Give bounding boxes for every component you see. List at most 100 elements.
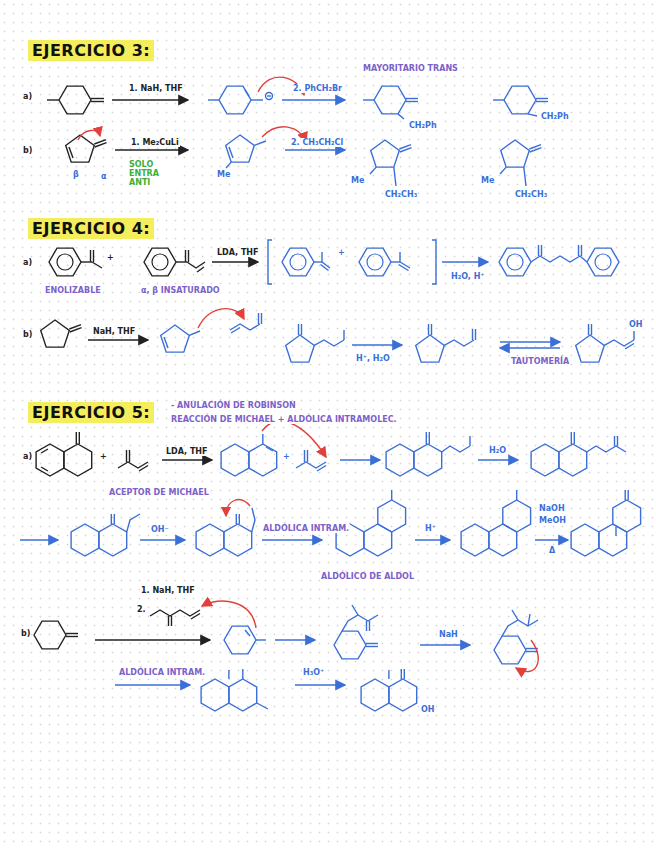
scheme-polyline	[118, 462, 148, 468]
scheme-line	[267, 95, 271, 96]
scheme-use	[201, 679, 229, 711]
scheme-line	[112, 99, 188, 100]
reagent-label: b)	[20, 629, 31, 638]
scheme-line	[321, 252, 322, 262]
scheme-use	[571, 524, 599, 556]
scheme-path	[198, 309, 244, 328]
scheme-line	[500, 167, 506, 174]
product-label: Me	[480, 176, 495, 185]
scheme-line	[47, 99, 59, 100]
scheme-line	[530, 148, 542, 152]
note-label: α, β INSATURADO	[140, 286, 221, 295]
scheme-line	[401, 669, 402, 679]
scheme-line	[185, 250, 186, 262]
scheme-line	[469, 436, 470, 446]
scheme-polyline	[296, 462, 326, 468]
note-label: - ANULACIÓN DE ROBINSON	[170, 401, 297, 410]
scheme-line	[115, 149, 188, 150]
scheme-use	[224, 524, 252, 556]
scheme-use	[34, 621, 66, 649]
scheme-use	[196, 524, 224, 556]
scheme-use	[64, 444, 92, 476]
scheme-use	[226, 135, 255, 162]
scheme-line	[304, 450, 305, 462]
scheme-line	[528, 614, 530, 626]
scheme-line	[189, 331, 200, 335]
reagent-label: +	[106, 253, 115, 262]
scheme-line	[93, 250, 94, 262]
scheme-line	[399, 265, 409, 271]
scheme-use	[359, 248, 391, 276]
scheme-line	[90, 250, 91, 262]
scheme-use	[41, 320, 70, 347]
reagent-label: b)	[22, 330, 33, 339]
scheme-line	[208, 99, 219, 100]
scheme-line	[406, 101, 418, 102]
reagent-label: +	[99, 452, 108, 461]
scheme-line	[162, 459, 212, 460]
scheme-use	[66, 135, 95, 162]
section-heading: EJERCICIO 4:	[28, 218, 154, 239]
reagent-label: a)	[22, 452, 33, 461]
reagent-label: LDA, THF	[165, 447, 209, 456]
scheme-line	[398, 114, 404, 119]
scheme-g	[36, 432, 212, 476]
scheme-polyline	[444, 340, 474, 346]
scheme-line	[321, 265, 329, 271]
scheme-path	[268, 240, 272, 284]
scheme-line	[226, 162, 231, 168]
reagent-label: a)	[22, 92, 33, 101]
scheme-line	[212, 261, 258, 262]
scheme-line	[95, 143, 107, 147]
scheme-line	[164, 337, 168, 348]
scheme-polyline	[150, 610, 200, 616]
scheme-line	[406, 98, 418, 99]
scheme-use	[59, 86, 91, 114]
scheme-path	[78, 130, 100, 140]
scheme-use	[286, 335, 315, 362]
scheme-line	[266, 447, 273, 451]
scheme-line	[400, 148, 412, 152]
product-label: Δ	[548, 546, 556, 555]
scheme-line	[574, 432, 575, 444]
scheme-line	[20, 539, 58, 540]
scheme-use	[374, 86, 406, 114]
scheme-use	[461, 524, 489, 556]
product-label: β	[72, 170, 80, 179]
scheme-line	[262, 539, 322, 540]
scheme-line	[41, 449, 48, 453]
scheme-use	[219, 86, 251, 114]
product-label: H₃O⁺	[302, 668, 325, 677]
scheme-path	[226, 500, 250, 516]
scheme-g	[66, 135, 188, 162]
product-label: 2. PhCH₂Br	[292, 84, 343, 93]
note-label: ACEPTOR DE MICHAEL	[108, 488, 210, 497]
scheme-line	[254, 141, 266, 145]
scheme-line	[420, 644, 470, 645]
scheme-line	[41, 467, 48, 471]
product-label: +	[337, 248, 346, 257]
scheme-polyline	[604, 340, 634, 346]
scheme-line	[581, 245, 582, 256]
scheme-line	[261, 313, 262, 324]
scheme-path	[432, 240, 436, 284]
reagent-label: 1. NaH, THF	[140, 586, 196, 595]
scheme-use	[334, 631, 366, 659]
scheme-polyline	[187, 262, 205, 268]
scheme-line	[535, 539, 568, 540]
scheme-line	[307, 450, 308, 462]
product-label: H⁺, H₂O	[355, 354, 391, 363]
scheme-use	[587, 248, 619, 276]
scheme-line	[228, 670, 229, 679]
note-label: TAUTOMERÍA	[510, 357, 570, 366]
product-label: H₂O, H⁺	[450, 272, 486, 281]
reagent-label: b)	[22, 146, 33, 155]
scheme-polyline	[502, 620, 538, 636]
product-label: +	[282, 452, 291, 461]
scheme-g	[226, 135, 542, 186]
scheme-use	[501, 140, 530, 167]
scheme-use	[49, 248, 81, 276]
scheme-line	[388, 670, 389, 679]
scheme-line	[628, 490, 629, 500]
scheme-use	[224, 626, 256, 654]
